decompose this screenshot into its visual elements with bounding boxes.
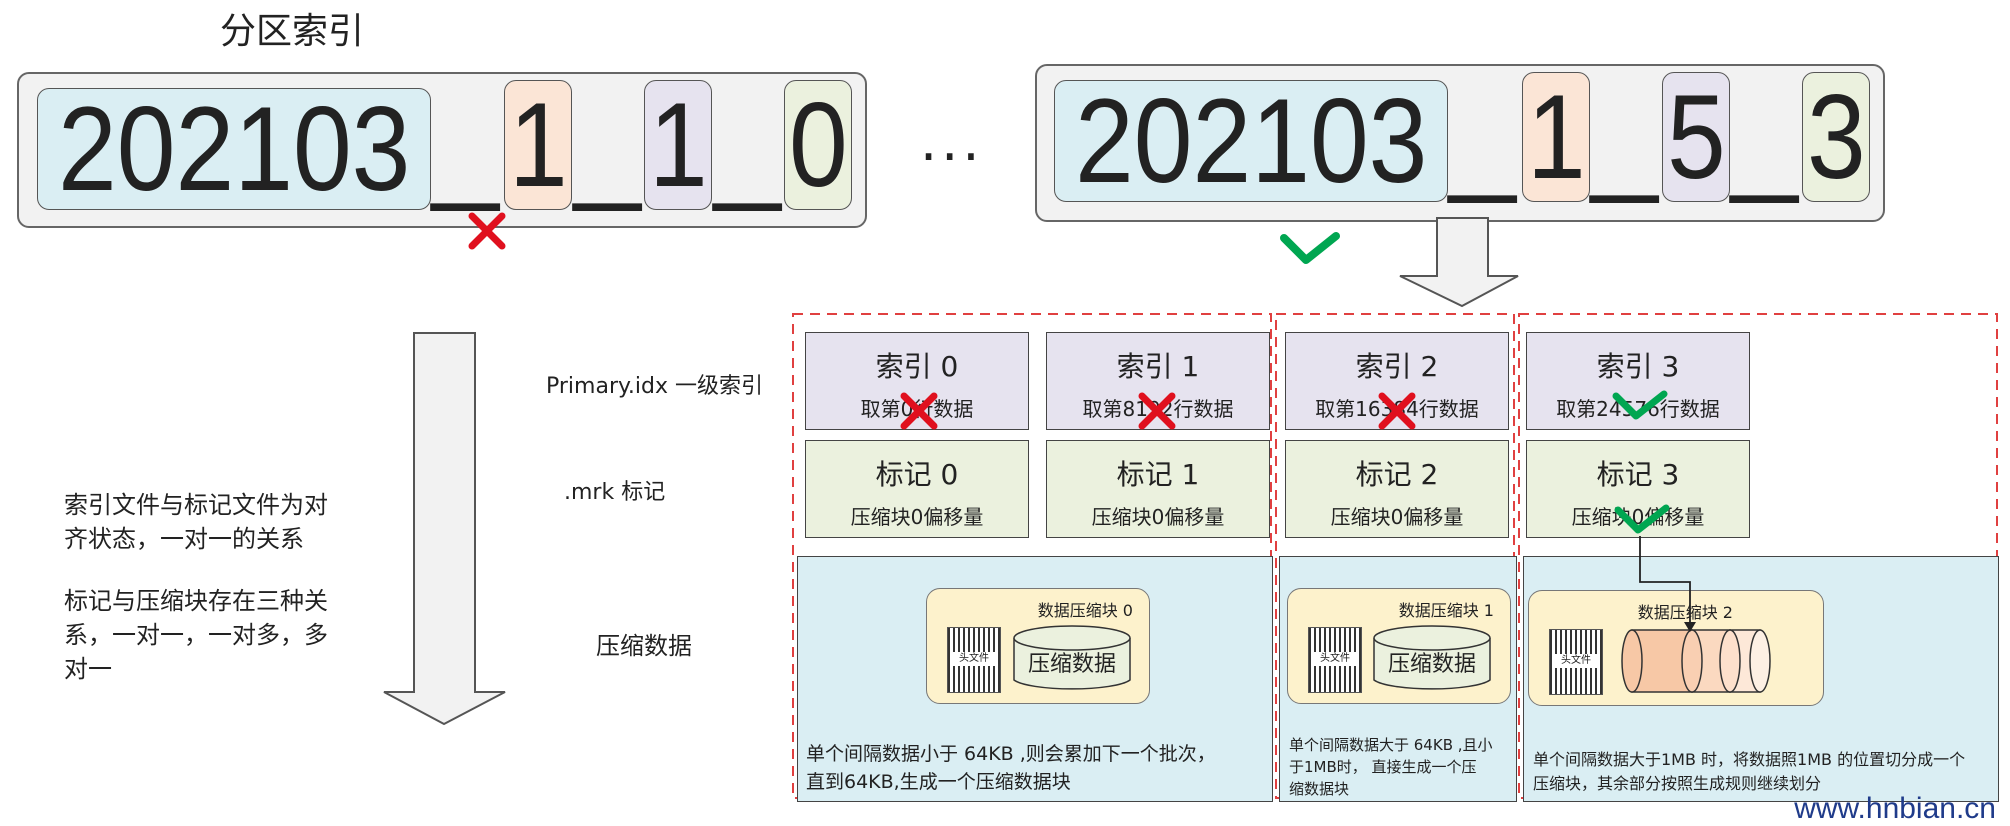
data-desc-line: 单个间隔数据大于 64KB ,且小 — [1289, 736, 1493, 754]
compressed-block-caption: 数据压缩块 0 — [1037, 601, 1133, 620]
partition-left-sep-2: _ — [574, 79, 641, 213]
mark-cell-1: 标记 1 压缩块0偏移量 — [1046, 440, 1270, 538]
side-note-1: 索引文件与标记文件为对 齐状态，一对一的关系 — [64, 488, 328, 556]
data-desc-line: 单个间隔数据小于 64KB ,则会累加下一个批次， — [806, 743, 1216, 765]
cross-icon — [1378, 392, 1416, 430]
data-desc-0: 单个间隔数据小于 64KB ,则会累加下一个批次， 直到64KB,生成一个压缩数… — [806, 740, 1216, 796]
mark-title: 标记 0 — [875, 458, 959, 491]
row-label-primary: Primary.idx 一级索引 — [546, 374, 763, 399]
mark-cell-0: 标记 0 压缩块0偏移量 — [805, 440, 1029, 538]
data-desc-line: 缩数据块 — [1289, 780, 1350, 798]
segmented-block-cylinder — [1621, 629, 1771, 693]
data-desc-line: 压缩块，其余部分按照生成规则继续划分 — [1533, 774, 1822, 793]
partition-right-min-block: 1 — [1522, 72, 1590, 202]
down-arrow-left — [383, 332, 506, 726]
side-note-line: 系，一对一，一对多，多 — [64, 621, 328, 649]
partition-left-sep-1: _ — [432, 79, 499, 213]
cross-icon — [1138, 392, 1176, 430]
side-note-2: 标记与压缩块存在三种关 系，一对一，一对多，多 对一 — [64, 584, 328, 686]
mark-sub: 压缩块0偏移量 — [1091, 505, 1225, 529]
data-desc-line: 于1MB时， 直接生成一个压 — [1289, 758, 1477, 776]
cross-icon — [900, 392, 938, 430]
partition-right-level: 3 — [1802, 72, 1870, 202]
page-title: 分区索引 — [220, 11, 365, 52]
partition-left-max-block: 1 — [644, 80, 712, 210]
partition-right-sep-3: _ — [1731, 71, 1798, 205]
data-desc-2: 单个间隔数据大于1MB 时，将数据照1MB 的位置切分成一个 压缩块，其余部分按… — [1533, 748, 1965, 796]
check-icon — [1614, 504, 1670, 534]
partition-right-sep-1: _ — [1449, 71, 1516, 205]
mark-sub: 压缩块0偏移量 — [1571, 505, 1705, 529]
partition-left-min-block: 1 — [504, 80, 572, 210]
cross-icon — [468, 212, 506, 250]
partition-right-max-block: 5 — [1662, 72, 1730, 202]
mark-to-block-connector — [1639, 536, 1691, 624]
mark-title: 标记 1 — [1116, 458, 1200, 491]
partition-left-yearmonth: 202103 — [37, 88, 431, 210]
partition-right-yearmonth: 202103 — [1054, 80, 1448, 202]
data-desc-line: 单个间隔数据大于1MB 时，将数据照1MB 的位置切分成一个 — [1533, 750, 1966, 769]
check-icon — [1612, 390, 1668, 420]
header-file-label: 头文件 — [952, 652, 996, 666]
mark-sub: 压缩块0偏移量 — [1330, 505, 1464, 529]
mark-cell-2: 标记 2 压缩块0偏移量 — [1285, 440, 1509, 538]
mark-title: 标记 2 — [1355, 458, 1439, 491]
data-desc-1: 单个间隔数据大于 64KB ,且小 于1MB时， 直接生成一个压 缩数据块 — [1289, 734, 1493, 800]
mark-cell-3: 标记 3 压缩块0偏移量 — [1526, 440, 1750, 538]
row-label-data: 压缩数据 — [596, 632, 692, 660]
header-file-icon: 头文件 — [1308, 627, 1362, 693]
partition-right-sep-2: _ — [1591, 71, 1658, 205]
watermark-link[interactable]: www.hnbian.cn — [1794, 792, 1996, 825]
mark-sub: 压缩块0偏移量 — [850, 505, 984, 529]
side-note-line: 标记与压缩块存在三种关 — [64, 587, 328, 615]
header-file-label: 头文件 — [1554, 654, 1598, 668]
row-label-mrk: .mrk 标记 — [564, 480, 666, 505]
data-desc-line: 直到64KB,生成一个压缩数据块 — [806, 771, 1071, 793]
side-note-line: 索引文件与标记文件为对 — [64, 491, 328, 519]
index-title: 索引 1 — [1116, 350, 1200, 383]
compressed-data-label-1: 压缩数据 — [1388, 652, 1477, 677]
header-file-icon: 头文件 — [1549, 629, 1603, 695]
index-title: 索引 3 — [1596, 350, 1680, 383]
header-file-icon: 头文件 — [947, 627, 1001, 693]
mark-title: 标记 3 — [1596, 458, 1680, 491]
index-title: 索引 2 — [1355, 350, 1439, 383]
partition-left-level: 0 — [784, 80, 852, 210]
side-note-line: 对一 — [64, 655, 112, 683]
side-note-line: 齐状态，一对一的关系 — [64, 525, 304, 553]
connector-arrowhead — [1684, 622, 1696, 632]
compressed-data-label-0: 压缩数据 — [1028, 652, 1117, 677]
cylinder-compressed-data-0 — [1013, 625, 1131, 690]
down-arrow-right — [1399, 217, 1519, 308]
index-title: 索引 0 — [875, 350, 959, 383]
check-icon — [1280, 232, 1340, 264]
compressed-block-caption: 数据压缩块 2 — [1637, 603, 1733, 622]
header-file-label: 头文件 — [1313, 652, 1357, 666]
cylinder-compressed-data-1 — [1373, 625, 1491, 690]
ellipsis: ... — [920, 110, 984, 173]
partition-left-sep-3: _ — [714, 79, 781, 213]
compressed-block-caption: 数据压缩块 1 — [1398, 601, 1494, 620]
